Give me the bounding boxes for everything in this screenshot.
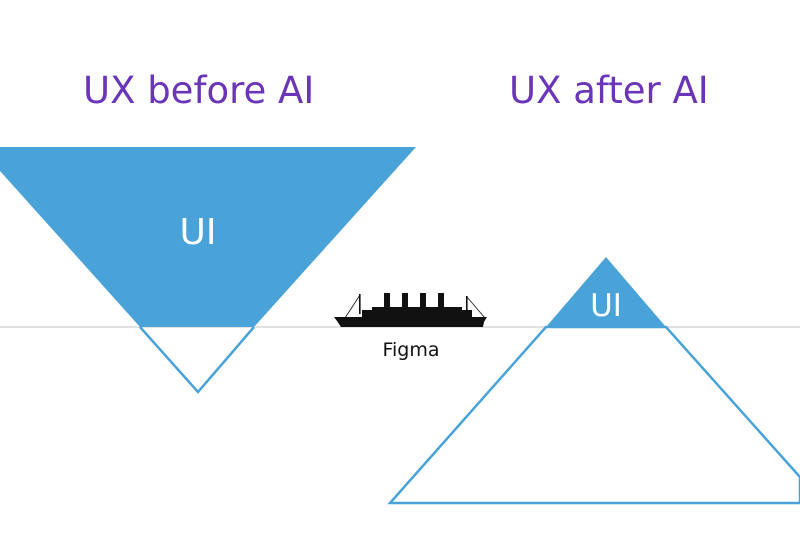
upright-triangle-label: UI xyxy=(590,288,622,324)
upright-iceberg: UI xyxy=(387,257,800,505)
title-ux-after-ai: UX after AI xyxy=(509,69,709,112)
ship-icon xyxy=(334,293,487,327)
inverted-triangle-filled-top xyxy=(0,147,416,327)
inverted-triangle-label: UI xyxy=(180,212,217,253)
upright-triangle-submerged-outline xyxy=(387,325,800,505)
inverted-triangle-submerged-outline xyxy=(139,326,255,394)
inverted-iceberg: UI xyxy=(0,147,416,394)
ship-caption: Figma xyxy=(382,339,439,361)
title-ux-before-ai: UX before AI xyxy=(83,69,315,112)
upright-triangle-filled-tip xyxy=(546,257,666,327)
